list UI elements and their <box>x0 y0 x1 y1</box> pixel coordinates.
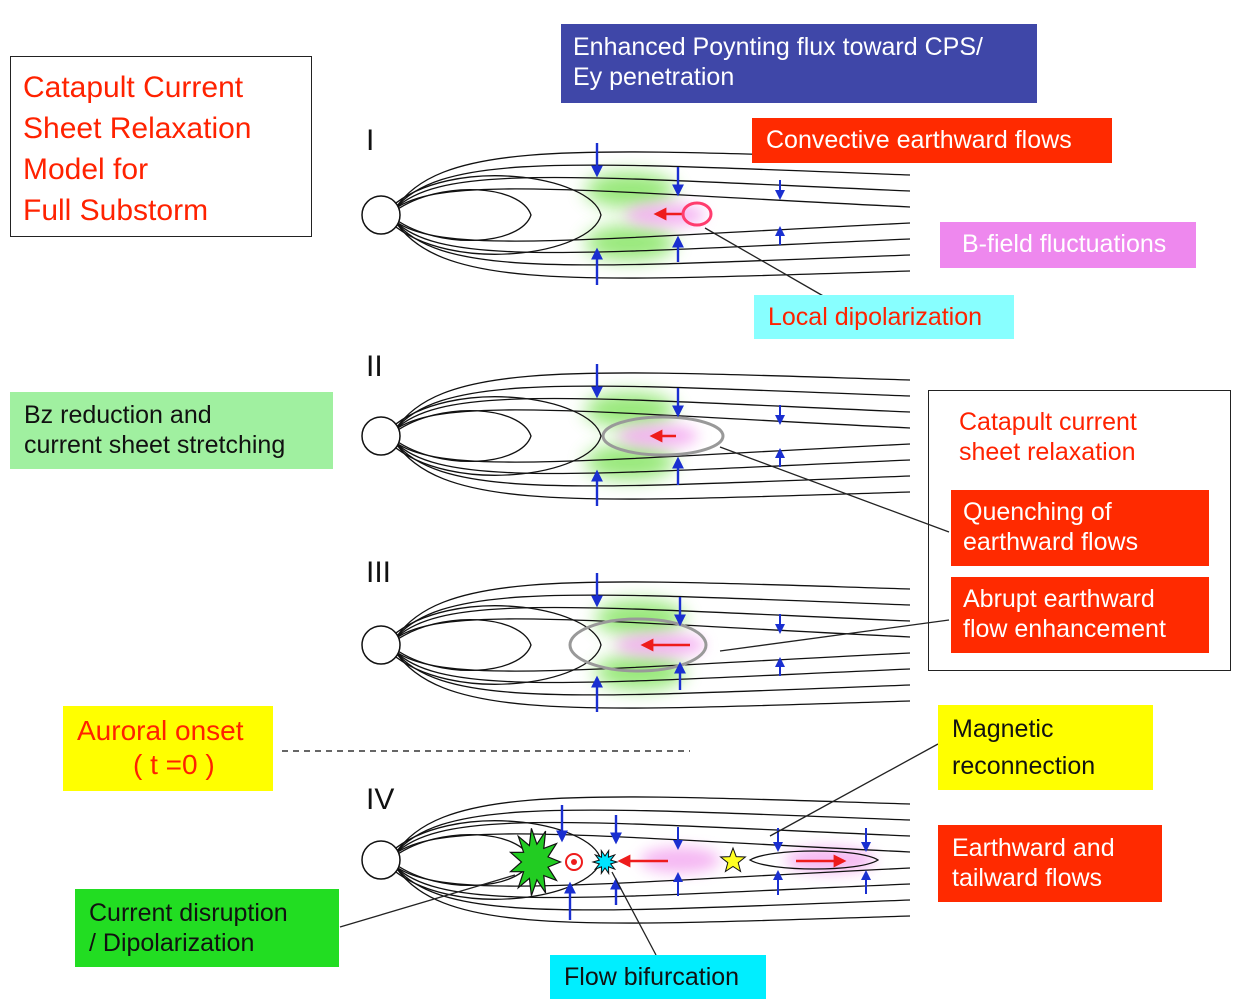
green-glow <box>585 172 675 208</box>
poynting-line-1: Enhanced Poynting flux toward CPS/ <box>573 33 983 61</box>
reconnection-star <box>719 846 747 873</box>
convective-flows-text: Convective earthward flows <box>766 126 1072 154</box>
inner-field-loop <box>394 618 532 672</box>
current-disruption-burst <box>508 828 563 896</box>
field-line-top <box>394 372 911 431</box>
earthward-line-2: tailward flows <box>952 864 1103 892</box>
panel-3 <box>361 573 911 712</box>
catapult-relaxation-box: Catapult current sheet relaxation Quench… <box>928 390 1231 671</box>
poynting-flux-box: Enhanced Poynting flux toward CPS/ Ey pe… <box>561 24 1037 103</box>
tailward-plasmoid-loop <box>748 850 880 870</box>
quenching-line-2: earthward flows <box>963 528 1139 556</box>
inner-field-loop <box>394 188 532 242</box>
magnetic-line-2: reconnection <box>952 752 1096 780</box>
panel-2 <box>361 364 911 506</box>
field-line-top <box>394 606 911 640</box>
field-line-top <box>394 176 911 210</box>
connector-flow-bifurcation <box>611 871 657 956</box>
flow-bifurcation-star <box>591 848 619 876</box>
panel-4 <box>361 796 911 924</box>
earth-circle <box>361 840 401 880</box>
local-dipolarization-box: Local dipolarization <box>754 295 1014 339</box>
title-line-2: Sheet Relaxation <box>23 112 252 145</box>
panel-1 <box>361 143 911 285</box>
auroral-onset-box: Auroral onset ( t =0 ) <box>63 706 273 791</box>
field-line-top <box>394 796 911 855</box>
field-line-bottom <box>394 220 911 279</box>
earthward-line-1: Earthward and <box>952 834 1115 862</box>
auroral-line-1: Auroral onset <box>77 715 244 746</box>
title-line-3: Model for <box>23 153 149 186</box>
field-line-bottom <box>394 865 911 899</box>
field-lines-4 <box>390 796 911 924</box>
current-line-2: / Dipolarization <box>89 929 255 957</box>
green-glow <box>585 444 675 480</box>
closed-field-loop <box>390 605 602 685</box>
panel-label-1: I <box>366 124 375 157</box>
abrupt-flow-box: Abrupt earthward flow enhancement <box>951 577 1209 653</box>
title-box: Catapult Current Sheet Relaxation Model … <box>10 56 312 237</box>
pink-glow <box>640 847 720 873</box>
inner-field-loop <box>394 409 532 463</box>
connector-local-dipolarization <box>704 227 826 298</box>
field-line-bottom <box>394 650 911 709</box>
earthward-tailward-box: Earthward and tailward flows <box>938 825 1162 902</box>
field-lines-3 <box>390 581 911 709</box>
field-line-bottom <box>394 865 911 924</box>
current-disruption-box: Current disruption / Dipolarization <box>75 889 339 967</box>
catapult-line-1: Catapult current <box>959 408 1137 436</box>
inner-field-loop <box>394 833 532 887</box>
field-line-bottom <box>394 220 911 254</box>
magnetic-line-1: Magnetic <box>952 715 1054 743</box>
green-glow <box>585 392 675 428</box>
gray-region-ellipse <box>568 617 708 673</box>
bz-line-1: Bz reduction and <box>24 401 212 429</box>
connector-magnetic-reconnection <box>769 743 939 837</box>
title-line-1: Catapult Current <box>23 71 244 104</box>
local-dipolarization-text: Local dipolarization <box>768 303 983 331</box>
green-glow <box>585 225 675 261</box>
poynting-line-2: Ey penetration <box>573 63 735 91</box>
bfield-fluctuations-text: B-field fluctuations <box>962 230 1167 258</box>
current-bullseye-dot <box>571 859 577 865</box>
field-line-bottom <box>394 441 911 500</box>
panel-label-4: IV <box>366 783 395 816</box>
earth-circle <box>361 625 401 665</box>
field-line-top <box>394 821 911 855</box>
earth-circle <box>361 416 401 456</box>
connector-lines <box>339 227 950 956</box>
flow-bifurcation-text: Flow bifurcation <box>564 963 740 991</box>
earth-circle <box>361 195 401 235</box>
connector-current-disruption <box>339 874 516 928</box>
flow-bifurcation-box: Flow bifurcation <box>550 955 766 999</box>
field-line-top <box>394 397 911 431</box>
panel-label-2: II <box>366 350 383 383</box>
bz-reduction-box: Bz reduction and current sheet stretchin… <box>10 392 333 469</box>
abrupt-line-1: Abrupt earthward <box>963 585 1155 613</box>
title-line-4: Full Substorm <box>23 194 209 227</box>
catapult-line-2: sheet relaxation <box>959 438 1136 466</box>
panel-label-3: III <box>366 556 392 589</box>
bz-line-2: current sheet stretching <box>24 431 286 459</box>
field-line-top <box>394 581 911 640</box>
field-line-bottom <box>394 441 911 475</box>
closed-field-loop <box>390 396 602 476</box>
field-line-bottom <box>394 650 911 684</box>
bfield-fluctuations-box: B-field fluctuations <box>940 222 1196 268</box>
convective-flows-box: Convective earthward flows <box>752 118 1112 163</box>
abrupt-line-2: flow enhancement <box>963 615 1166 643</box>
catapult-heading: Catapult current sheet relaxation <box>959 407 1137 467</box>
connector-quenching <box>719 446 950 533</box>
quenching-box: Quenching of earthward flows <box>951 490 1209 566</box>
connector-abrupt <box>719 619 950 652</box>
gray-region-ellipse <box>601 415 725 457</box>
quenching-line-1: Quenching of <box>963 498 1112 526</box>
local-dipolarization-ring <box>681 201 713 227</box>
auroral-line-2: ( t =0 ) <box>133 749 215 780</box>
magnetic-reconnection-box: Magnetic reconnection <box>938 705 1153 790</box>
current-line-1: Current disruption <box>89 899 288 927</box>
closed-field-loop <box>390 175 602 255</box>
